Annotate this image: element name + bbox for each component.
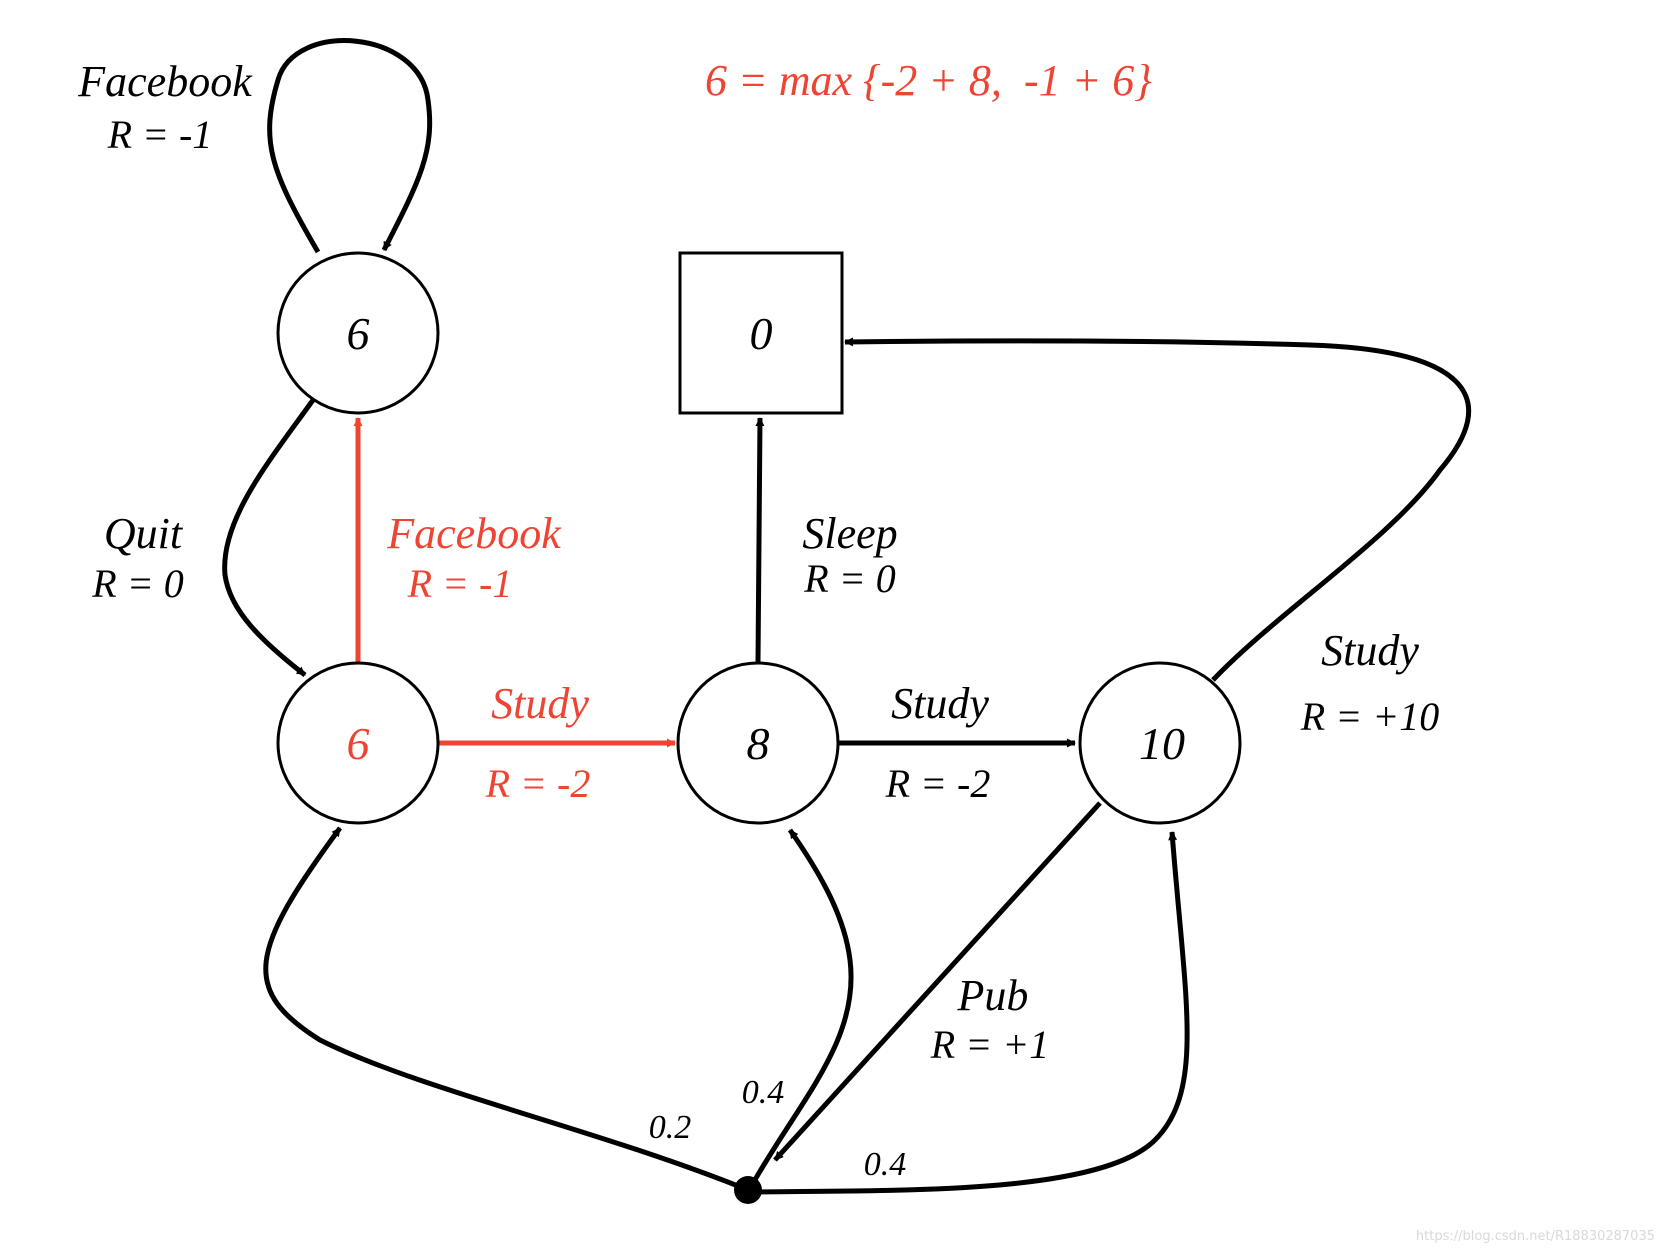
chance-node	[734, 1176, 762, 1204]
study2-reward: R = -2	[885, 761, 991, 806]
facebook-state-node	[276, 251, 440, 415]
chance-to-class2-edge	[749, 828, 854, 1187]
sleep-reward: R = 0	[803, 556, 895, 601]
quit-edge	[222, 398, 316, 677]
sleep-edge	[755, 417, 765, 663]
facebook-loop-edge	[267, 38, 433, 254]
class3-state-node	[1078, 661, 1242, 825]
facebook-reward: R = -1	[407, 561, 513, 606]
sleep-state-value: 0	[750, 308, 773, 359]
study1-reward: R = -2	[485, 761, 591, 806]
sleep-terminal-node	[678, 251, 844, 415]
class1-state-value: 6	[347, 718, 370, 769]
bellman-equation: 6 = max {-2 + 8, -1 + 6}	[705, 56, 1152, 105]
watermark: https://blog.csdn.net/R18830287035	[1416, 1229, 1655, 1244]
facebook-state-value: 6	[347, 308, 370, 359]
prob-to-class2: 0.4	[742, 1074, 785, 1111]
chance-to-class3-edge	[751, 831, 1190, 1195]
chance-to-class1-edge	[263, 826, 749, 1193]
class2-state-node	[676, 661, 840, 825]
prob-to-class1: 0.2	[649, 1109, 692, 1146]
facebook-loop-reward: R = -1	[107, 112, 213, 157]
prob-to-class3: 0.4	[864, 1146, 907, 1183]
study1-action: Study	[491, 679, 589, 728]
pub-reward: R = +1	[930, 1022, 1049, 1067]
facebook-action: Facebook	[386, 509, 562, 558]
class3-state-value: 10	[1139, 718, 1185, 769]
study2-action: Study	[891, 679, 989, 728]
study3-action: Study	[1321, 626, 1419, 675]
quit-action: Quit	[104, 509, 184, 558]
class1-state-node	[276, 661, 440, 825]
facebook-loop-action: Facebook	[77, 57, 253, 106]
sleep-action: Sleep	[802, 509, 897, 558]
class2-state-value: 8	[747, 718, 770, 769]
study3-edge	[844, 337, 1472, 682]
study3-reward: R = +10	[1300, 694, 1439, 739]
pub-edge	[773, 801, 1102, 1162]
quit-reward: R = 0	[91, 561, 183, 606]
pub-action: Pub	[957, 971, 1029, 1020]
